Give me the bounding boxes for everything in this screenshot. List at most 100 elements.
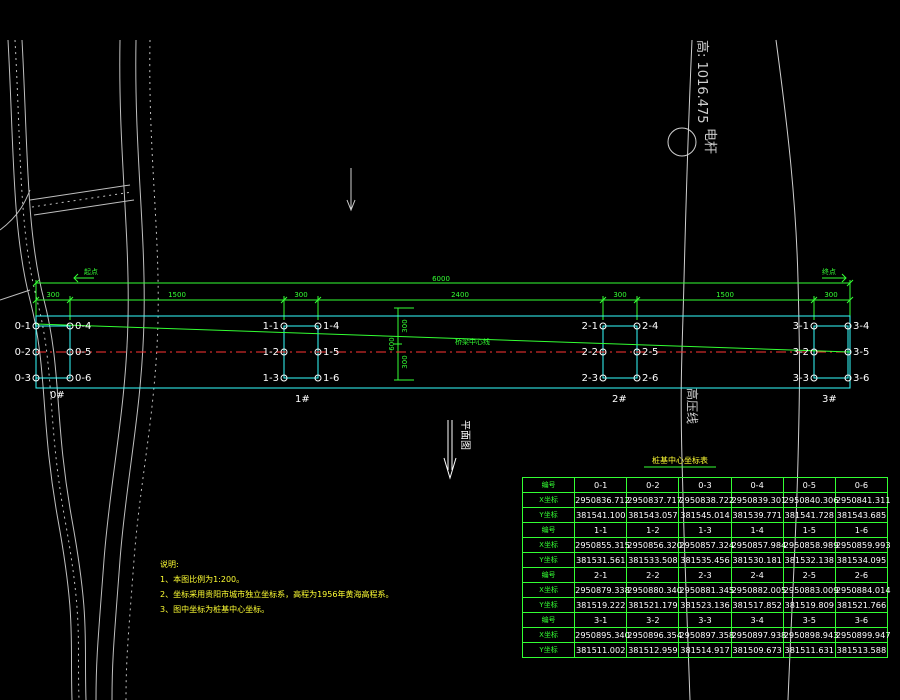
table-cell: 2950883.009 [782,582,838,598]
end-label: 终点 [822,267,836,276]
table-cell: 381513.588 [834,642,889,658]
bridge-center-label: 桥梁中心线 [455,337,490,346]
table-cell: Y坐标 [521,642,576,658]
pile-point [314,348,322,356]
table-cell: 3-2 [626,612,680,628]
table-cell: 381541.100 [574,507,628,523]
table-cell: X坐标 [521,627,576,643]
table-cell: 381521.179 [626,597,680,613]
pile-point [599,322,607,330]
pile-label: 2-4 [642,321,658,332]
pile-point [66,322,74,330]
table-cell: 381535.456 [678,552,732,568]
table-cell: 2-3 [678,567,732,583]
pile-label: 1-3 [263,373,279,384]
pile-label: 3-5 [853,347,869,358]
road-lines-left [0,39,145,700]
table-cell: 2950855.315 [574,537,630,553]
pile-label: 1-6 [323,373,339,384]
pile-point [280,374,288,382]
pier-label-0: 0# [50,390,65,401]
pile-label: 3-1 [793,321,809,332]
table-cell: 2950899.947 [834,627,891,643]
table-cell: 2-5 [782,567,836,583]
pile-points: 0-10-20-30-40-50-61-11-21-31-41-51-62-12… [15,321,870,384]
pile-point [314,374,322,382]
pile-point [280,322,288,330]
dimension-lines [35,273,851,381]
pile-point [810,374,818,382]
table-cell: 2950897.358 [678,627,734,643]
pile-label: 2-1 [582,321,598,332]
table-cell: 编号 [521,567,576,583]
pile-point [844,322,852,330]
table-cell: 381534.095 [834,552,889,568]
table-cell: 2950841.311 [834,492,891,508]
pile-label: 1-5 [323,347,339,358]
table-cell: 3-6 [834,612,889,628]
pile-point [314,322,322,330]
table-cell: 2-4 [730,567,784,583]
table-cell: 0-5 [782,477,836,493]
table-cell: 0-2 [626,477,680,493]
road-edge-dots [14,39,159,700]
pile-point [844,374,852,382]
table-cell: 3-3 [678,612,732,628]
table-cell: 2950857.324 [678,537,734,553]
table-cell: 2950879.338 [574,582,630,598]
notes-item-3: 3、图中坐标为桩基中心坐标。 [160,604,269,614]
plan-label: 平面图 [459,420,471,450]
pile-point [66,374,74,382]
table-cell: 381519.222 [574,597,628,613]
pile-point [599,374,607,382]
table-cell: 381543.685 [834,507,889,523]
pile-label: 2-2 [582,347,598,358]
dim-seg-300b: 300 [613,291,626,299]
dim-v-300b: 300 [401,355,409,368]
dim-seg-300c: 300 [824,291,837,299]
pile-label: 1-2 [263,347,279,358]
notes-item-1: 1、本图比例为1:200。 [160,574,244,584]
pile-label: 2-6 [642,373,658,384]
table-cell: 381545.014 [678,507,732,523]
hv-line-label: 高压线 [685,388,700,424]
notes-title: 说明: [160,559,179,569]
pile-point [32,374,40,382]
pile-label: 2-3 [582,373,598,384]
pile-point [633,374,641,382]
table-cell: 0-6 [834,477,889,493]
table-cell: 381521.766 [834,597,889,613]
pile-point [32,348,40,356]
table-cell: 381532.138 [782,552,836,568]
table-cell: 1-2 [626,522,680,538]
pile-point [280,348,288,356]
pile-point [66,348,74,356]
table-cell: 1-1 [574,522,628,538]
dim-seg-300a: 300 [294,291,307,299]
elevation-text: 高: 1016.475 [694,40,710,124]
table-cell: 1-4 [730,522,784,538]
dim-seg-1500a: 1500 [168,291,186,299]
table-cell: 2-1 [574,567,628,583]
table-cell: Y坐标 [521,552,576,568]
pier-label-3: 3# [822,394,837,405]
table-cell: 2950857.984 [730,537,786,553]
dim-seg-left: 300 [46,291,59,299]
table-cell: 0-3 [678,477,732,493]
table-cell: 381511.002 [574,642,628,658]
pile-label: 0-2 [15,347,31,358]
table-cell: 2950896.354 [626,627,682,643]
pile-point [633,348,641,356]
table-cell: 2950880.340 [626,582,682,598]
table-cell: 3-4 [730,612,784,628]
table-cell: 2950836.712 [574,492,630,508]
pile-point [810,348,818,356]
table-cell: 2950838.722 [678,492,734,508]
dim-total: 6000 [432,275,450,283]
